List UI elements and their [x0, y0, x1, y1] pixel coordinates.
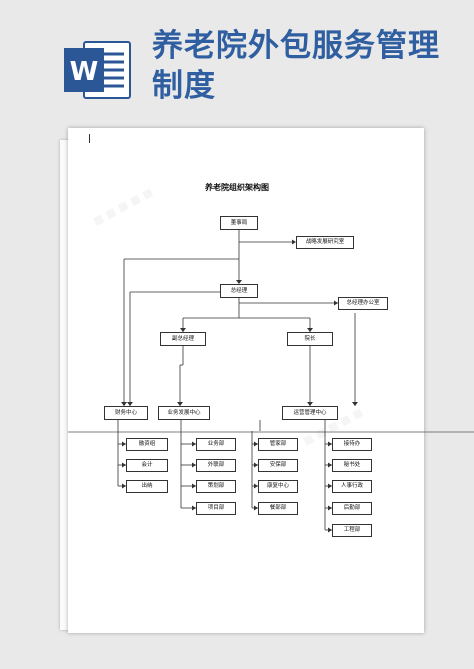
- org-box-general-manager: 总经理: [220, 284, 258, 298]
- org-box-finance-unit: 融资组: [126, 438, 168, 451]
- word-document-icon: W: [64, 41, 131, 99]
- org-box-business-unit: 外联部: [196, 459, 236, 472]
- org-box-office-unit: 工程部: [332, 524, 372, 537]
- org-box-office-unit: 人事行政: [332, 480, 372, 493]
- org-box-operations-center: 运营管理中心: [282, 406, 338, 420]
- org-box-finance-center: 财务中心: [104, 406, 148, 420]
- org-box-dean: 院长: [287, 332, 333, 346]
- org-box-strategy-office: 战略发展研究室: [296, 236, 354, 249]
- text-cursor: [89, 134, 90, 143]
- org-box-operations-unit: 安保部: [258, 459, 298, 472]
- org-box-finance-unit: 出纳: [126, 480, 168, 493]
- org-box-office-unit: 后勤部: [332, 502, 372, 515]
- org-box-office-unit: 秘书处: [332, 459, 372, 472]
- org-box-office-unit: 接待办: [332, 438, 372, 451]
- org-box-board: 董事局: [220, 216, 258, 230]
- word-icon-letter: W: [70, 57, 99, 87]
- document-page: [68, 128, 424, 633]
- org-box-finance-unit: 会计: [126, 459, 168, 472]
- org-box-business-unit: 策划部: [196, 480, 236, 493]
- org-box-operations-unit: 康复中心: [258, 480, 298, 493]
- org-box-deputy-gm: 副总经理: [160, 332, 206, 346]
- header-band: W 养老院外包服务管理制度: [0, 0, 474, 128]
- document-title: 养老院外包服务管理制度: [152, 28, 440, 104]
- org-box-business-center: 业务发展中心: [158, 406, 210, 420]
- org-chart-title: 养老院组织架构图: [205, 183, 269, 192]
- org-box-business-unit: 项目部: [196, 502, 236, 515]
- org-box-business-unit: 业务部: [196, 438, 236, 451]
- org-box-gm-office: 总经理办公室: [338, 297, 388, 310]
- org-box-operations-unit: 管家部: [258, 438, 298, 451]
- org-box-operations-unit: 餐部部: [258, 502, 298, 515]
